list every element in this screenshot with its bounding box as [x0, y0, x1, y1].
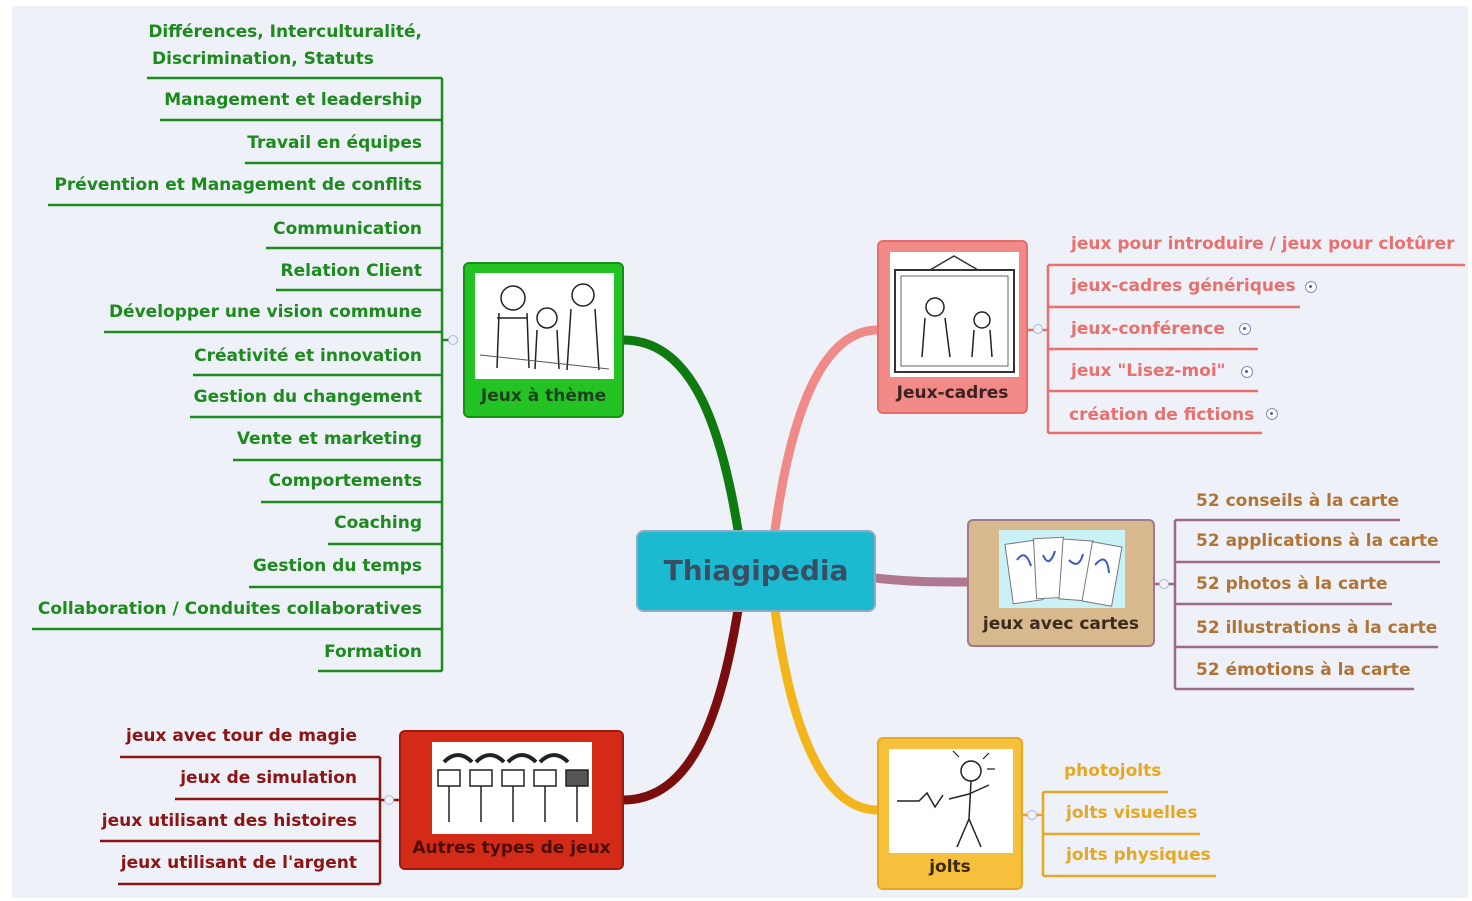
leaf-topic[interactable]: Relation Client [280, 261, 422, 281]
topic-jolts[interactable]: jolts [877, 737, 1023, 890]
topic-jeux-theme[interactable]: Jeux à thème [463, 262, 624, 418]
leaf-topic[interactable]: jeux avec tour de magie [126, 726, 357, 746]
collapse-dot-icon[interactable] [1033, 324, 1043, 334]
magic-hats-icon [437, 753, 589, 822]
topic-label: jeux avec cartes [982, 614, 1140, 634]
topic-label: Jeux-cadres [896, 383, 1009, 403]
leaf-topic[interactable]: jolts physiques [1066, 845, 1211, 865]
people-discussing-icon [479, 283, 610, 371]
leaf-topic[interactable]: jeux-conférence [1071, 319, 1225, 339]
leaf-topic[interactable]: Prévention et Management de conflits [54, 175, 422, 195]
branch-autres [618, 605, 743, 805]
leaf-topic[interactable]: Gestion du changement [193, 387, 422, 407]
leaf-topic[interactable]: Vente et marketing [236, 429, 422, 449]
topic-illustration [432, 742, 592, 834]
leaf-topic[interactable]: 52 photos à la carte [1196, 574, 1388, 594]
electric-shock-icon [897, 750, 995, 848]
topic-label: Jeux à thème [480, 386, 607, 406]
mindmap-canvas [12, 6, 1468, 898]
leaf-topic[interactable]: jeux "Lisez-moi" [1071, 361, 1226, 381]
leaf-topic[interactable]: Différences, Interculturalité, [148, 22, 422, 42]
leaf-topic[interactable]: photojolts [1064, 761, 1162, 781]
collapse-dot-icon[interactable] [1027, 810, 1037, 820]
expand-plus-icon[interactable] [1305, 281, 1317, 293]
leaf-topic[interactable]: création de fictions [1069, 405, 1255, 425]
collapse-dot-icon[interactable] [384, 795, 394, 805]
leaf-topic[interactable]: 52 applications à la carte [1196, 531, 1439, 551]
branch-jeux-theme [618, 335, 743, 535]
leaf-topic[interactable]: Gestion du temps [252, 556, 422, 576]
collapse-dot-icon[interactable] [1159, 579, 1169, 589]
leaf-topic[interactable]: jeux-cadres génériques [1071, 276, 1296, 296]
topic-illustration [890, 252, 1019, 377]
leaf-topic[interactable]: 52 émotions à la carte [1196, 660, 1411, 680]
leaf-topic[interactable]: Coaching [334, 513, 422, 533]
leaf-topic[interactable]: 52 illustrations à la carte [1196, 618, 1438, 638]
leaf-topic[interactable]: Formation [324, 642, 422, 662]
topic-illustration [475, 273, 614, 379]
expand-plus-icon[interactable] [1241, 366, 1253, 378]
leaf-topic[interactable]: Discrimination, Statuts [152, 49, 374, 69]
leaf-topic[interactable]: jeux utilisant des histoires [101, 811, 357, 831]
leaf-topic[interactable]: Collaboration / Conduites collaboratives [37, 599, 422, 619]
topic-jeux-cadres[interactable]: Jeux-cadres [877, 240, 1028, 414]
leaf-topic[interactable]: jeux utilisant de l'argent [120, 853, 357, 873]
topic-jeux-cartes[interactable]: jeux avec cartes [967, 519, 1155, 647]
leaf-topic[interactable]: Travail en équipes [247, 133, 422, 153]
topic-illustration [889, 749, 1013, 853]
framed-picture-icon [894, 255, 1015, 373]
topic-autres[interactable]: Autres types de jeux [399, 730, 624, 870]
central-topic-label: Thiagipedia [663, 554, 849, 587]
leaf-topic[interactable]: Comportements [268, 471, 422, 491]
topic-label: Autres types de jeux [412, 838, 611, 858]
playing-cards-icon [1004, 536, 1123, 607]
topic-label: jolts [929, 857, 971, 877]
leaf-topic[interactable]: Créativité et innovation [194, 346, 422, 366]
topic-illustration [999, 530, 1125, 608]
branch-jeux-cadres [770, 325, 883, 535]
central-topic[interactable]: Thiagipedia [636, 530, 876, 612]
leaf-topic[interactable]: Management et leadership [164, 90, 422, 110]
leaf-topic[interactable]: Communication [273, 219, 422, 239]
branch-jolts [770, 605, 883, 815]
leaf-topic[interactable]: jeux pour introduire / jeux pour clotûre… [1071, 234, 1455, 254]
branch-jeux-cartes [870, 573, 973, 587]
collapse-dot-icon[interactable] [448, 335, 458, 345]
leaf-topic[interactable]: jolts visuelles [1066, 803, 1198, 823]
leaf-topic[interactable]: Développer une vision commune [108, 302, 422, 322]
expand-plus-icon[interactable] [1266, 408, 1278, 420]
leaf-topic[interactable]: 52 conseils à la carte [1196, 491, 1399, 511]
leaf-topic[interactable]: jeux de simulation [180, 768, 357, 788]
expand-plus-icon[interactable] [1239, 323, 1251, 335]
